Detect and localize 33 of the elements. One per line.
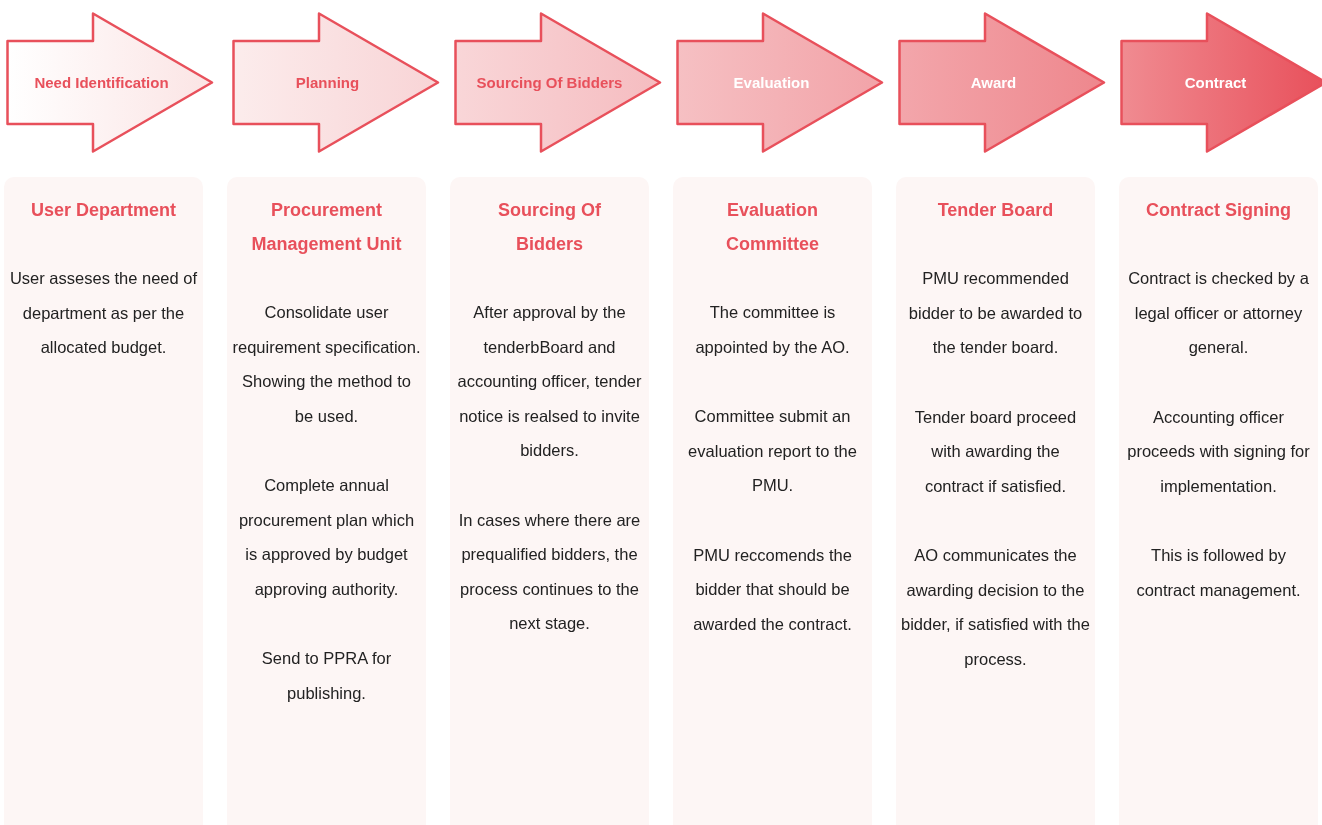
- card-heading: User Department: [29, 199, 177, 222]
- step-banner: [676, 12, 884, 153]
- card-text: Tender board proceed with awarding the contract if satisfied.: [913, 406, 1078, 497]
- card-heading: Evaluation Committee: [725, 199, 820, 256]
- step-banner: [898, 12, 1106, 153]
- card-heading: Procurement Management Unit: [250, 199, 403, 256]
- card-text: Send to PPRA for publishing.: [260, 648, 393, 704]
- card-heading: Contract Signing: [1145, 199, 1292, 222]
- step-banner: [232, 12, 440, 153]
- card-text: Accounting officer proceeds with signing for implementation.: [1126, 406, 1311, 497]
- step-label: Need Identification: [33, 73, 170, 93]
- step-label: Sourcing Of Bidders: [475, 73, 624, 93]
- card-text: PMU recommended bidder to be awarded to the tender board.: [907, 268, 1084, 358]
- card-text: In cases where there are prequalified bidders, the process continues to the next stage.: [457, 509, 642, 634]
- card-text: After approval by the tenderbBoard and accounting officer, tender notice is realsed to invite bidders.: [456, 302, 643, 461]
- card-heading: Tender Board: [936, 199, 1055, 222]
- card-text: User asseses the need of department as per the allocated budget.: [8, 268, 199, 358]
- step-banner: [454, 12, 662, 153]
- card-text: AO communicates the awarding decision to the bidder, if satisfied with the process.: [900, 545, 1091, 670]
- step-banner: [1120, 12, 1322, 153]
- step-label: Planning: [294, 73, 361, 93]
- card-text: Committee submit an evaluation report to the PMU.: [687, 406, 858, 496]
- step-label: Evaluation: [732, 73, 811, 93]
- card-text: Contract is checked by a legal officer or attorney general.: [1127, 268, 1310, 358]
- card-text: Complete annual procurement plan which is approved by budget approving authority.: [237, 475, 416, 600]
- card-text: Consolidate user requirement specification. Showing the method to be used.: [231, 302, 422, 427]
- step-banner: [6, 12, 214, 153]
- card-heading: Sourcing Of Bidders: [497, 199, 602, 256]
- card-text: PMU reccomends the bidder that should be awarded the contract.: [692, 544, 853, 635]
- step-label: Award: [969, 73, 1018, 93]
- card-text: The committee is appointed by the AO.: [694, 302, 851, 358]
- step-label: Contract: [1183, 73, 1248, 93]
- card-text: This is followed by contract management.: [1135, 545, 1302, 601]
